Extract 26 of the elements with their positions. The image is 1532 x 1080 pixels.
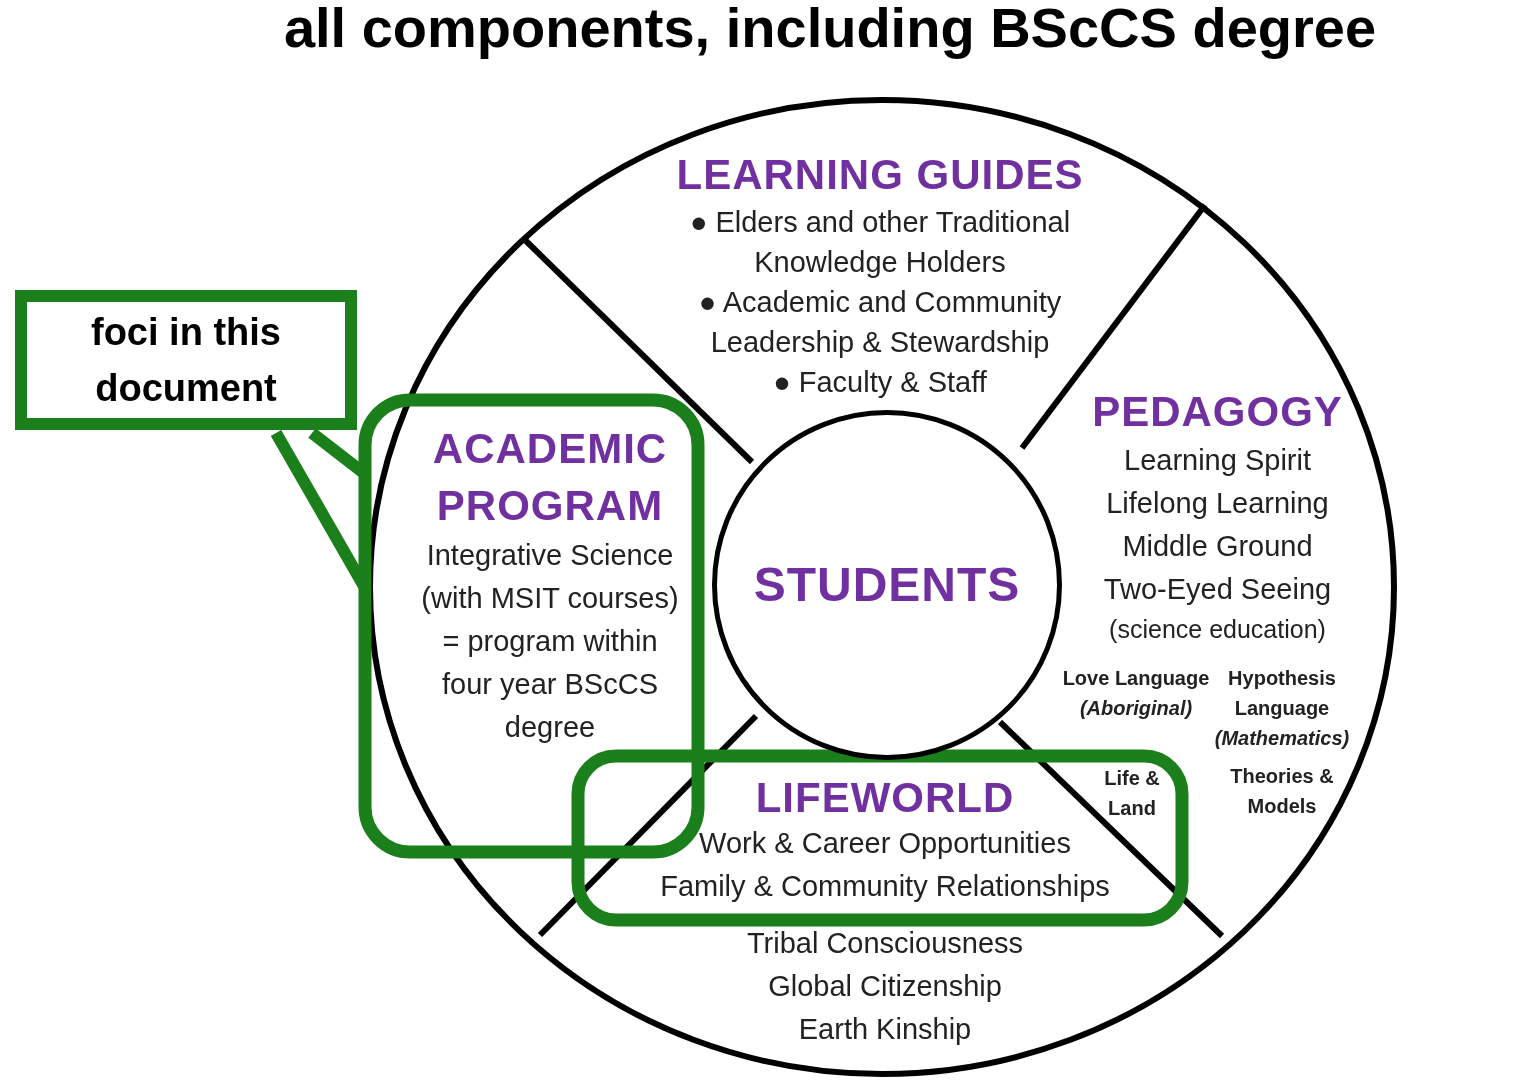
sector-text: Earth Kinship bbox=[798, 1012, 972, 1047]
sector-text: Learning Spirit bbox=[1124, 443, 1311, 478]
sector-text: ● Faculty & Staff bbox=[772, 365, 988, 400]
sector-text: Work & Career Opportunities bbox=[699, 826, 1071, 861]
sector-heading: LIFEWORLD bbox=[755, 774, 1015, 822]
sector-heading: ACADEMIC PROGRAM bbox=[431, 424, 669, 531]
diagram-title: all components, including BScCS degree bbox=[282, 0, 1378, 60]
sector-heading: LEARNING GUIDES bbox=[676, 150, 1084, 200]
pedagogy-item: Hypothesis Language (Mathematics) bbox=[1213, 666, 1351, 751]
callout-text: foci in this document bbox=[90, 310, 282, 411]
pedagogy-item: Life & Land bbox=[1103, 766, 1161, 821]
pedagogy-item: Love Language (Aboriginal) bbox=[1061, 666, 1211, 721]
sector-text: Integrative Science (with MSIT courses) = program within four year BScCS degree bbox=[420, 538, 680, 745]
callout-box bbox=[15, 290, 357, 430]
sector-text: ● Elders and other Traditional Knowledge Holders bbox=[688, 205, 1072, 280]
sector-text: ● Academic and Community Leadership & Stewardship bbox=[697, 285, 1063, 360]
sector-text: Global Citizenship bbox=[768, 969, 1002, 1004]
sector-text: Two-Eyed Seeing bbox=[1103, 572, 1332, 607]
sector-text: Family & Community Relationships bbox=[660, 869, 1110, 904]
sector-text: Lifelong Learning bbox=[1106, 486, 1329, 521]
sector-text: (science education) bbox=[1109, 614, 1326, 645]
center-heading: STUDENTS bbox=[753, 558, 1021, 612]
sector-text: Middle Ground bbox=[1122, 529, 1313, 564]
sector-text: Tribal Consciousness bbox=[746, 926, 1024, 961]
pedagogy-item: Theories & Models bbox=[1229, 764, 1335, 819]
sector-heading: PEDAGOGY bbox=[1092, 387, 1343, 437]
